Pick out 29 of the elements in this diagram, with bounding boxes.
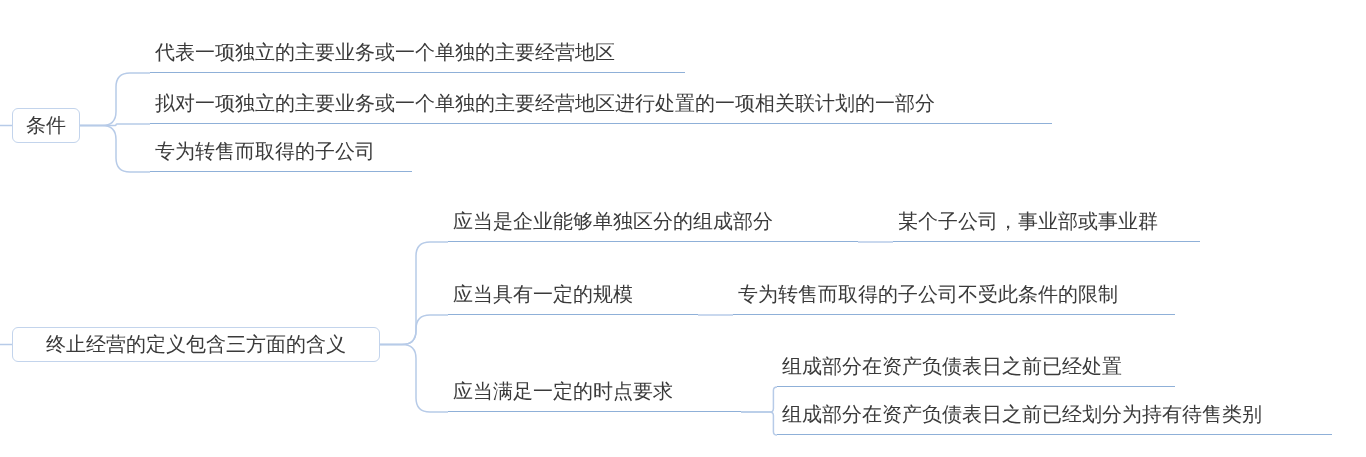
underlined-topic xyxy=(448,378,741,412)
connector-line xyxy=(740,411,778,436)
topic-text: 拟对一项独立的主要业务或一个单独的主要经营地区进行处置的一项相关联计划的一部分 xyxy=(155,90,935,117)
topic-text: 条件 xyxy=(26,112,66,139)
underlined-topic xyxy=(777,353,1175,387)
topic-text: 应当具有一定的规模 xyxy=(453,281,633,308)
underlined-topic xyxy=(150,138,412,172)
topic-text: 专为转售而取得的子公司 xyxy=(155,138,375,165)
topic-text: 某个子公司，事业部或事业群 xyxy=(898,208,1158,235)
underlined-topic xyxy=(448,208,858,242)
topic-text: 终止经营的定义包含三方面的含义 xyxy=(46,331,346,358)
underlined-topic xyxy=(893,208,1200,242)
topic-box xyxy=(12,327,380,362)
topic-text: 代表一项独立的主要业务或一个单独的主要经营地区 xyxy=(155,39,615,66)
underlined-topic xyxy=(150,90,1052,124)
underlined-topic xyxy=(150,39,685,73)
topic-text: 专为转售而取得的子公司不受此条件的限制 xyxy=(738,281,1118,308)
underlined-topic xyxy=(448,281,698,315)
topic-text: 应当满足一定的时点要求 xyxy=(453,378,673,405)
underlined-topic xyxy=(733,281,1175,315)
connector-line xyxy=(79,124,151,173)
connector-line xyxy=(857,241,894,243)
connector-line xyxy=(697,314,734,316)
topic-text: 应当是企业能够单独区分的组成部分 xyxy=(453,208,773,235)
topic-box xyxy=(12,108,80,143)
topic-text: 组成部分在资产负债表日之前已经处置 xyxy=(782,353,1122,380)
topic-text: 组成部分在资产负债表日之前已经划分为持有待售类别 xyxy=(782,401,1262,428)
connector-line xyxy=(379,343,449,413)
underlined-topic xyxy=(777,401,1332,435)
